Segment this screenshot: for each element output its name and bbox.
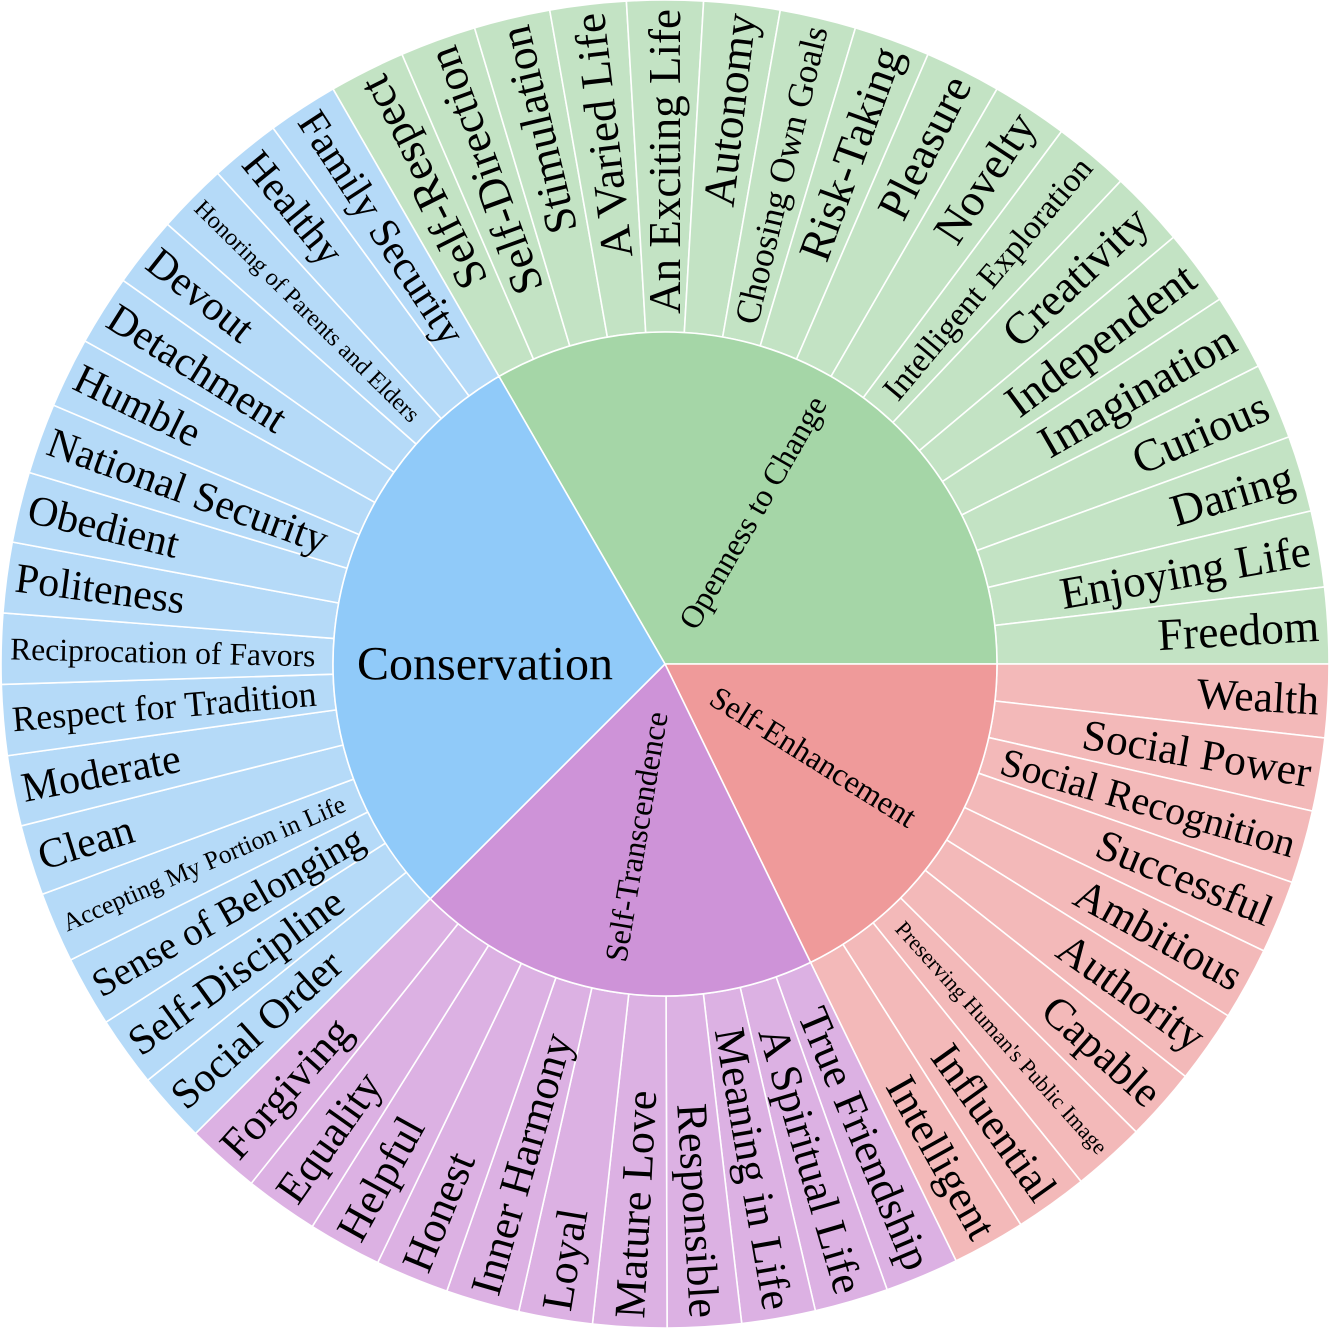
segment-self-enhancement [663, 663, 998, 964]
segment-self-transcendence [429, 662, 812, 997]
label-freedom: Freedom [1156, 601, 1320, 660]
inner-ring [332, 331, 998, 997]
group-label-conservation: Conservation [357, 638, 613, 691]
segment-conservation [332, 375, 666, 900]
segment-openness-to-change [497, 331, 998, 665]
label-an-exciting-life: An Exciting Life [640, 9, 690, 314]
label-reciprocation-of-favors: Reciprocation of Favors [10, 631, 316, 673]
label-wealth: Wealth [1195, 670, 1320, 725]
